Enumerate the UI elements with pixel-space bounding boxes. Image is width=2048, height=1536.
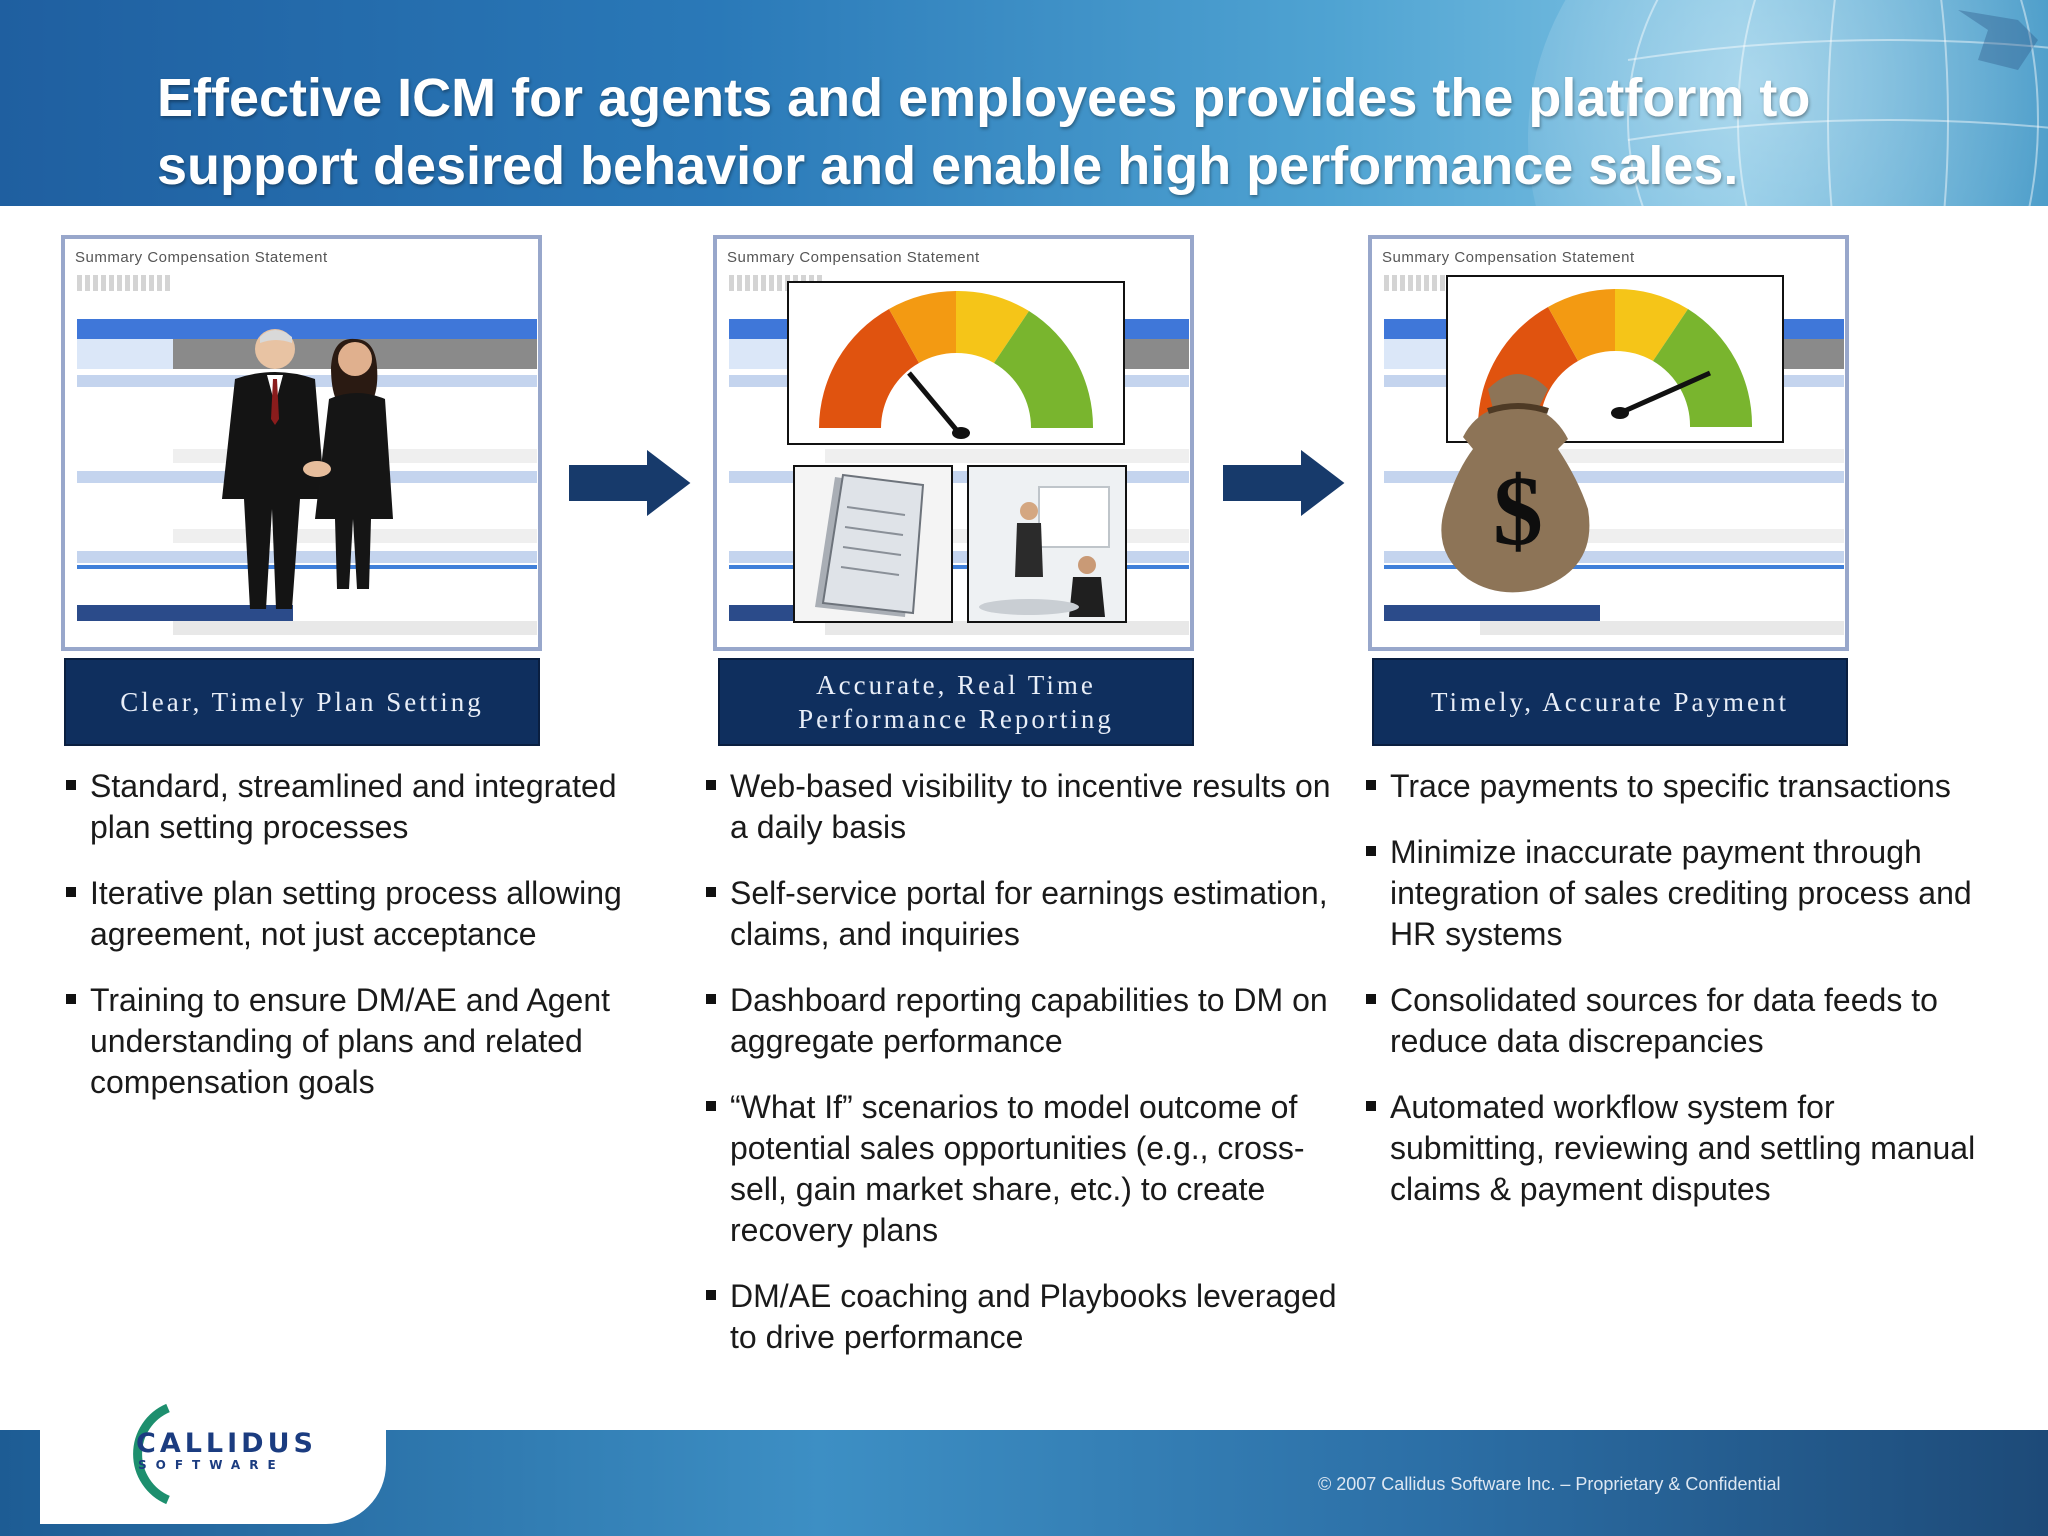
- statement-total-bar: [77, 605, 293, 621]
- list-item: Consolidated sources for data feeds to r…: [1366, 980, 1976, 1062]
- bullet-list-payment: Trace payments to specific transactions …: [1366, 766, 1976, 1235]
- logo-sub-text: SOFTWARE: [138, 1458, 285, 1472]
- statement-title: Summary Compensation Statement: [1382, 249, 1635, 266]
- title-line-1: Effective ICM for agents and employees p…: [157, 68, 1811, 128]
- header-band: [0, 0, 2048, 206]
- presentation-icon: [969, 467, 1125, 621]
- globe-graphic: [1528, 0, 2048, 206]
- list-item: Dashboard reporting capabilities to DM o…: [706, 980, 1342, 1062]
- label-performance-reporting: Accurate, Real Time Performance Reportin…: [718, 658, 1194, 746]
- list-item: Self-service portal for earnings estimat…: [706, 873, 1342, 955]
- arrow-right-icon: [1221, 446, 1348, 520]
- panel-payment: Summary Compensation Statement $: [1368, 235, 1849, 651]
- statement-total-bar: [1384, 605, 1600, 621]
- statement-divider: [1384, 565, 1844, 569]
- title-line-2: support desired behavior and enable high…: [157, 136, 1739, 196]
- gauge-icon: [819, 290, 1094, 439]
- statement-row: [1480, 449, 1844, 463]
- bullet-list-plan-setting: Standard, streamlined and integrated pla…: [66, 766, 626, 1128]
- list-item: Web-based visibility to incentive result…: [706, 766, 1342, 848]
- statement-footer-row: [1480, 621, 1844, 635]
- globe-grid-lines: [1627, 0, 2048, 206]
- callidus-logo-arc-icon: [133, 1403, 170, 1505]
- panel-plan-setting: Summary Compensation Statement: [61, 235, 542, 651]
- label-payment: Timely, Accurate Payment: [1372, 658, 1848, 746]
- list-item: Automated workflow system for submitting…: [1366, 1087, 1976, 1210]
- list-item: Iterative plan setting process allowing …: [66, 873, 626, 955]
- bullet-list-performance-reporting: Web-based visibility to incentive result…: [706, 766, 1342, 1383]
- businesspeople-handshake-image: [222, 329, 393, 609]
- list-item: Standard, streamlined and integrated pla…: [66, 766, 626, 848]
- statement-subtitle-scribble: [77, 275, 172, 291]
- logo-background: [40, 1398, 386, 1524]
- copyright-text: © 2007 Callidus Software Inc. – Propriet…: [1318, 1474, 1781, 1494]
- report-document-image: [793, 465, 953, 623]
- logo-main-text: CALLIDUS: [136, 1428, 317, 1459]
- list-item: DM/AE coaching and Playbooks leveraged t…: [706, 1276, 1342, 1358]
- statement-footer-row: [825, 621, 1189, 635]
- speedometer-gauge-image: [787, 281, 1125, 445]
- statement-footer-row: [173, 621, 537, 635]
- statement-divider: [77, 565, 537, 569]
- panel-performance-reporting: Summary Compensation Statement: [713, 235, 1194, 651]
- statement-header-cell: [77, 339, 173, 369]
- svg-text:$: $: [1493, 455, 1543, 566]
- list-item: Trace payments to specific transactions: [1366, 766, 1976, 807]
- list-item: Minimize inaccurate payment through inte…: [1366, 832, 1976, 955]
- arrow-right-icon: [567, 446, 694, 520]
- presentation-meeting-image: [967, 465, 1127, 623]
- document-icon: [795, 467, 951, 621]
- statement-row: [825, 449, 1189, 463]
- list-item: “What If” scenarios to model outcome of …: [706, 1087, 1342, 1251]
- statement-row: [77, 551, 537, 563]
- statement-title: Summary Compensation Statement: [75, 249, 328, 266]
- label-plan-setting: Clear, Timely Plan Setting: [64, 658, 540, 746]
- list-item: Training to ensure DM/AE and Agent under…: [66, 980, 626, 1103]
- statement-title: Summary Compensation Statement: [727, 249, 980, 266]
- statement-divider: [729, 565, 1189, 569]
- slide-title: Effective ICM for agents and employees p…: [157, 64, 1957, 200]
- money-bag-icon: $: [1441, 374, 1590, 593]
